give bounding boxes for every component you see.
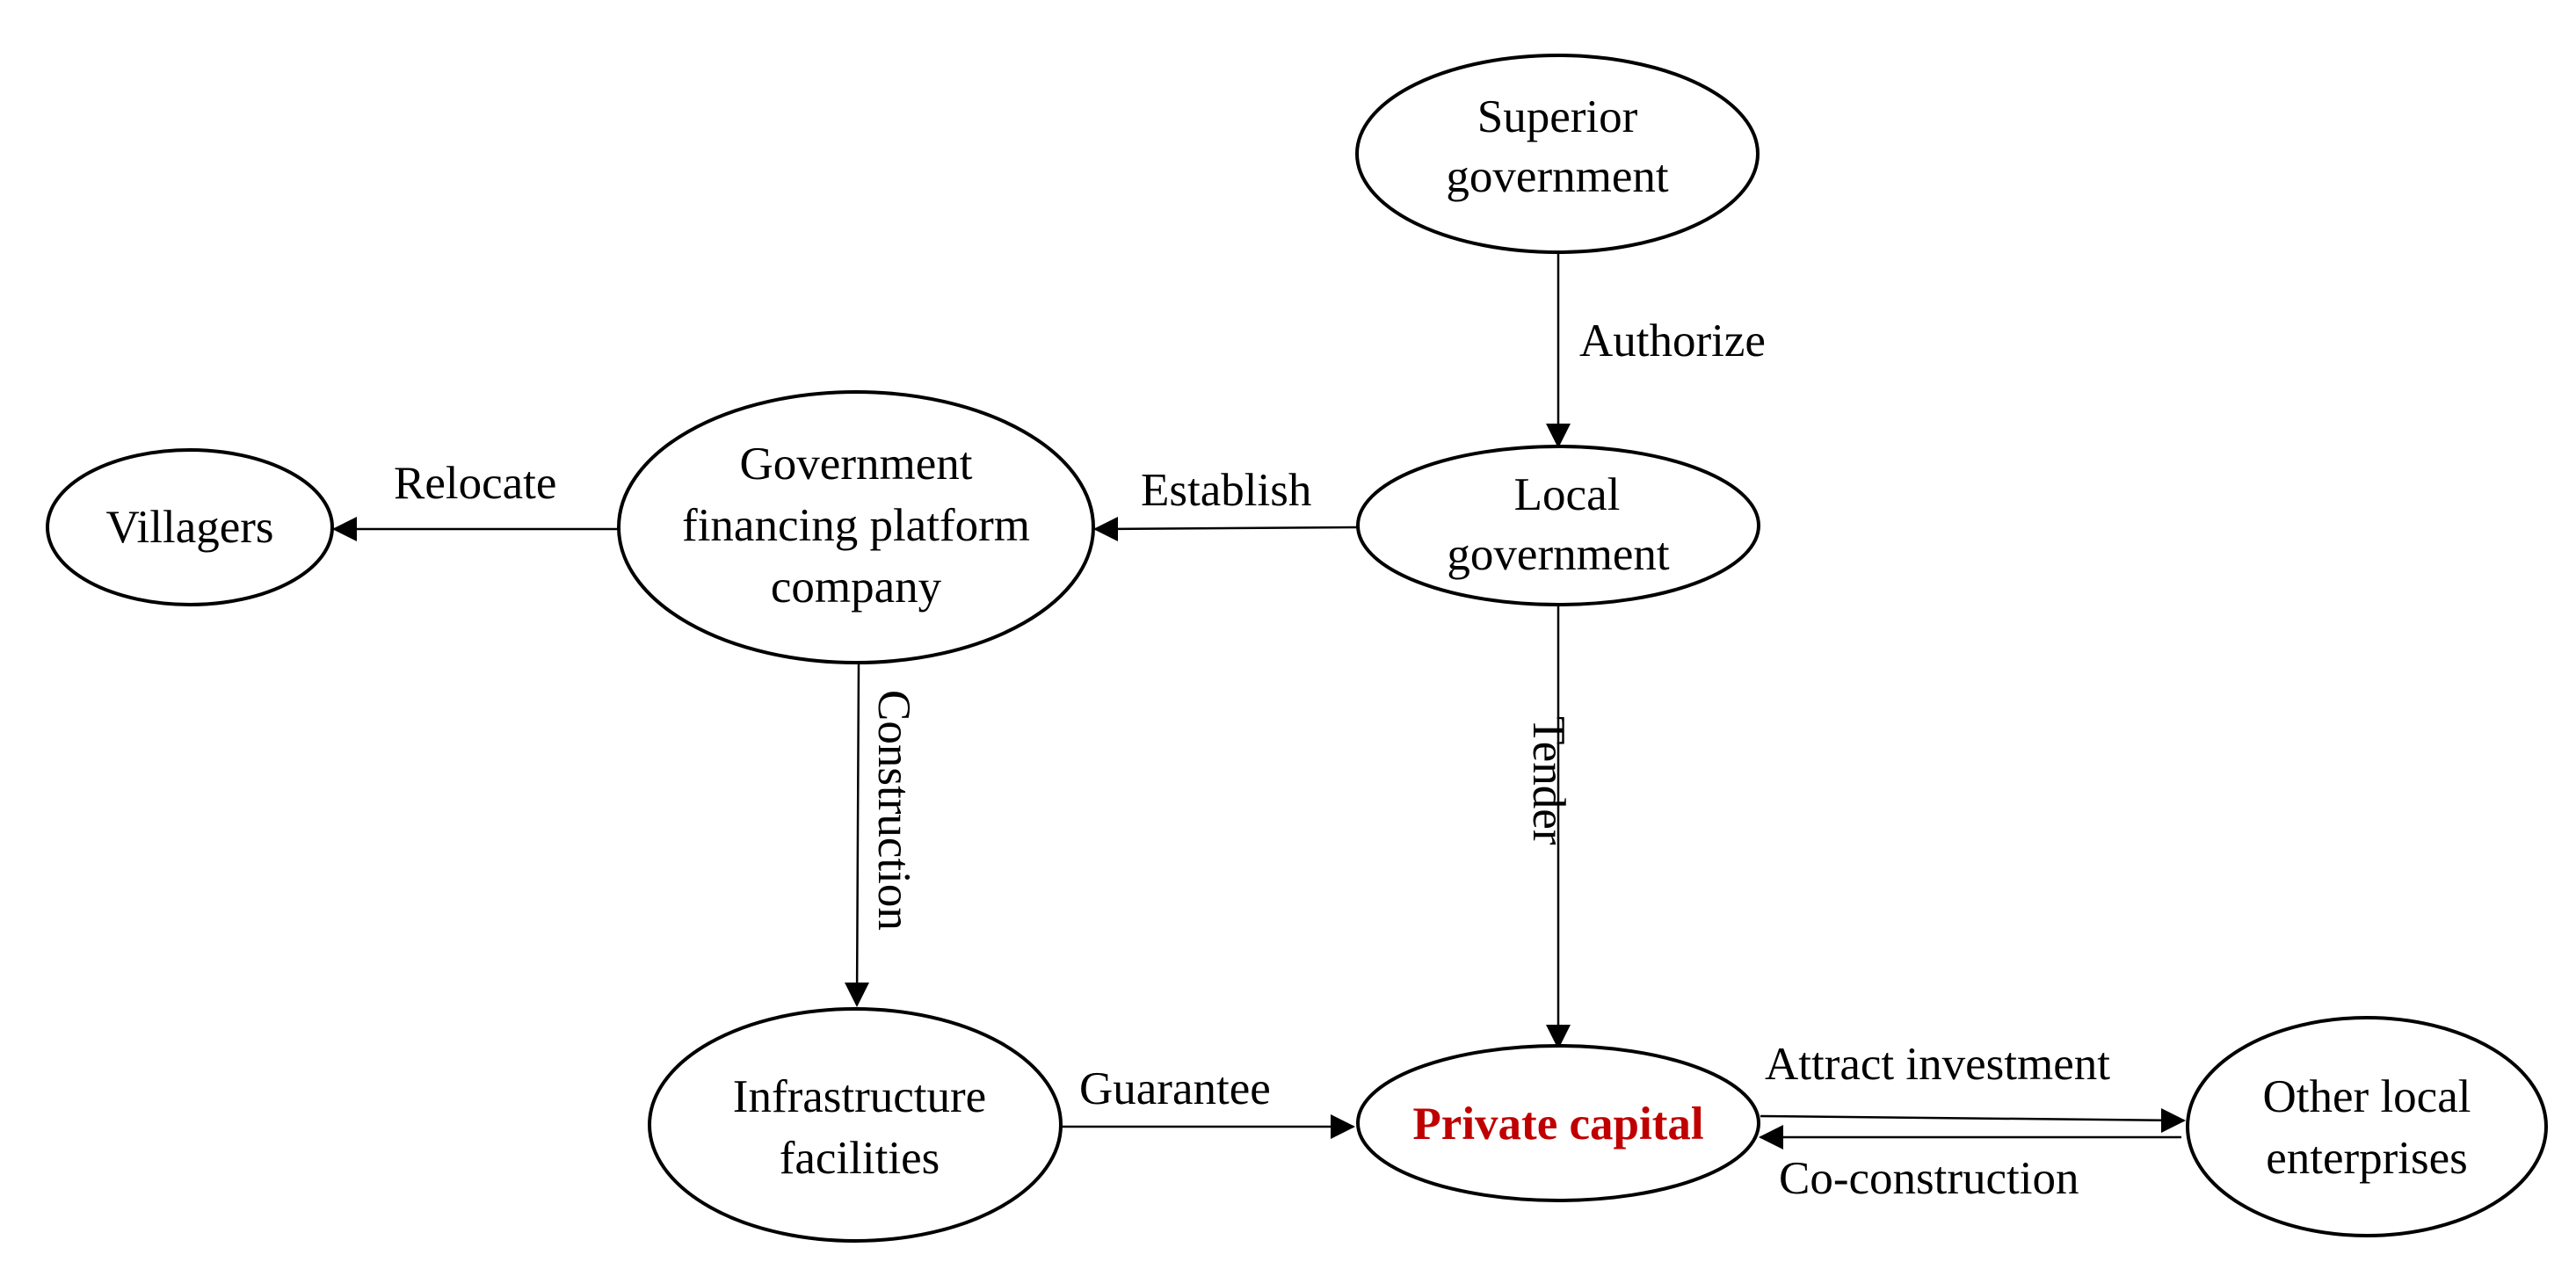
edge-label-construction: Construction bbox=[868, 690, 919, 931]
edge-co-construction: Co-construction bbox=[1759, 1125, 2181, 1204]
edge-guarantee: Guarantee bbox=[1060, 1063, 1355, 1139]
node-label: financing platform bbox=[682, 500, 1030, 551]
node-private-capital: Private capital bbox=[1356, 1044, 1760, 1202]
edge-relocate: Relocate bbox=[332, 458, 618, 541]
node-villagers: Villagers bbox=[46, 448, 334, 606]
node-label-highlight: Private capital bbox=[1412, 1099, 1703, 1150]
node-other-enterprises: Other local enterprises bbox=[2186, 1016, 2548, 1237]
edge-construction: Construction bbox=[845, 663, 919, 1007]
node-label: government bbox=[1446, 151, 1668, 202]
node-label: Other local bbox=[2263, 1071, 2471, 1122]
node-platform-company: Government financing platform company bbox=[617, 390, 1095, 664]
edge-authorize: Authorize bbox=[1546, 253, 1766, 448]
node-local-government: Local government bbox=[1356, 445, 1760, 606]
edge-label-guarantee: Guarantee bbox=[1079, 1063, 1271, 1114]
edge-label-attract-investment: Attract investment bbox=[1765, 1039, 2110, 1090]
node-label: Infrastructure bbox=[733, 1071, 986, 1122]
edge-tender: Tender bbox=[1523, 605, 1574, 1049]
edge-label-establish: Establish bbox=[1141, 465, 1311, 516]
edge-establish: Establish bbox=[1093, 465, 1358, 541]
node-label: Local bbox=[1514, 469, 1621, 520]
edge-label-tender: Tender bbox=[1523, 716, 1574, 845]
node-infrastructure: Infrastructure facilities bbox=[648, 1007, 1063, 1243]
node-label: enterprises bbox=[2266, 1133, 2468, 1184]
node-label: company bbox=[771, 562, 942, 613]
edge-label-authorize: Authorize bbox=[1579, 316, 1766, 366]
node-label: Government bbox=[740, 439, 973, 490]
edge-attract-investment: Attract investment bbox=[1760, 1039, 2186, 1133]
edge-label-co-construction: Co-construction bbox=[1779, 1153, 2079, 1204]
node-label: Villagers bbox=[105, 502, 273, 553]
node-label: facilities bbox=[780, 1133, 940, 1184]
node-superior-government: Superior government bbox=[1355, 54, 1760, 254]
node-label: Superior bbox=[1477, 91, 1638, 142]
edge-label-relocate: Relocate bbox=[394, 458, 556, 509]
node-label: government bbox=[1447, 529, 1669, 580]
